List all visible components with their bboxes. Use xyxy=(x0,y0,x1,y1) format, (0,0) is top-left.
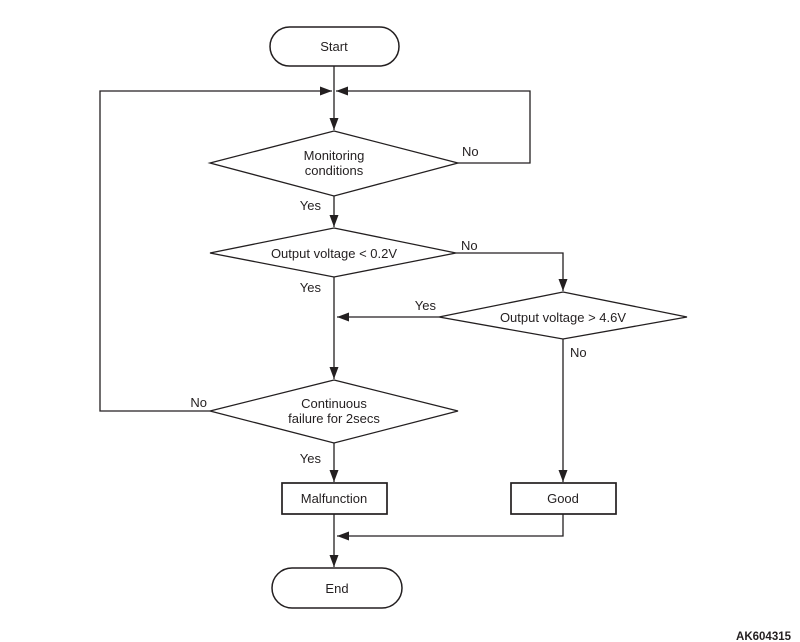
voltage-high-no-label: No xyxy=(570,345,587,360)
voltage-low-decision-shape xyxy=(209,227,457,278)
node-good: Good xyxy=(510,482,617,515)
voltage-high-decision-shape xyxy=(438,291,688,340)
end-terminator-shape xyxy=(271,567,403,609)
node-output-voltage-high: Output voltage > 4.6V xyxy=(438,291,688,340)
monitoring-decision-shape xyxy=(207,130,461,197)
start-terminator-shape xyxy=(269,26,400,67)
node-continuous-failure: Continuous failure for 2secs xyxy=(209,379,459,444)
node-monitoring-conditions: Monitoring conditions xyxy=(207,130,461,197)
monitoring-label-line1: Monitoring xyxy=(304,148,365,163)
voltage-high-label: Output voltage > 4.6V xyxy=(500,310,626,325)
edges xyxy=(99,66,568,567)
node-end: End xyxy=(271,567,403,609)
voltage-low-label: Output voltage < 0.2V xyxy=(271,246,397,261)
edge-good-merge xyxy=(337,514,564,541)
start-label: Start xyxy=(320,39,348,54)
malfunction-label: Malfunction xyxy=(301,491,367,506)
monitoring-label-line2: conditions xyxy=(305,163,364,178)
malfunction-process-shape xyxy=(281,482,388,515)
node-start: Start xyxy=(269,26,400,67)
voltage-low-no-label: No xyxy=(461,238,478,253)
continuous-label-line2: failure for 2secs xyxy=(288,411,380,426)
monitoring-no-label: No xyxy=(462,144,479,159)
voltage-high-yes-label: Yes xyxy=(415,298,437,313)
edge-continuous-no-loop xyxy=(99,86,332,412)
monitoring-yes-label: Yes xyxy=(300,198,322,213)
figure-code-watermark: AK604315 xyxy=(736,631,792,642)
good-label: Good xyxy=(547,491,579,506)
continuous-label-line1: Continuous xyxy=(301,396,367,411)
voltage-low-yes-label: Yes xyxy=(300,280,322,295)
continuous-decision-shape xyxy=(209,379,459,444)
continuous-yes-label: Yes xyxy=(300,451,322,466)
node-output-voltage-low: Output voltage < 0.2V xyxy=(209,227,457,278)
edge-labels: No Yes No Yes Yes No No Yes xyxy=(190,144,586,466)
edge-voltage-low-no xyxy=(456,252,568,291)
end-label: End xyxy=(325,581,348,596)
good-process-shape xyxy=(510,482,617,515)
node-malfunction: Malfunction xyxy=(281,482,388,515)
edge-monitoring-no-loop xyxy=(336,86,531,164)
continuous-no-label: No xyxy=(190,395,207,410)
